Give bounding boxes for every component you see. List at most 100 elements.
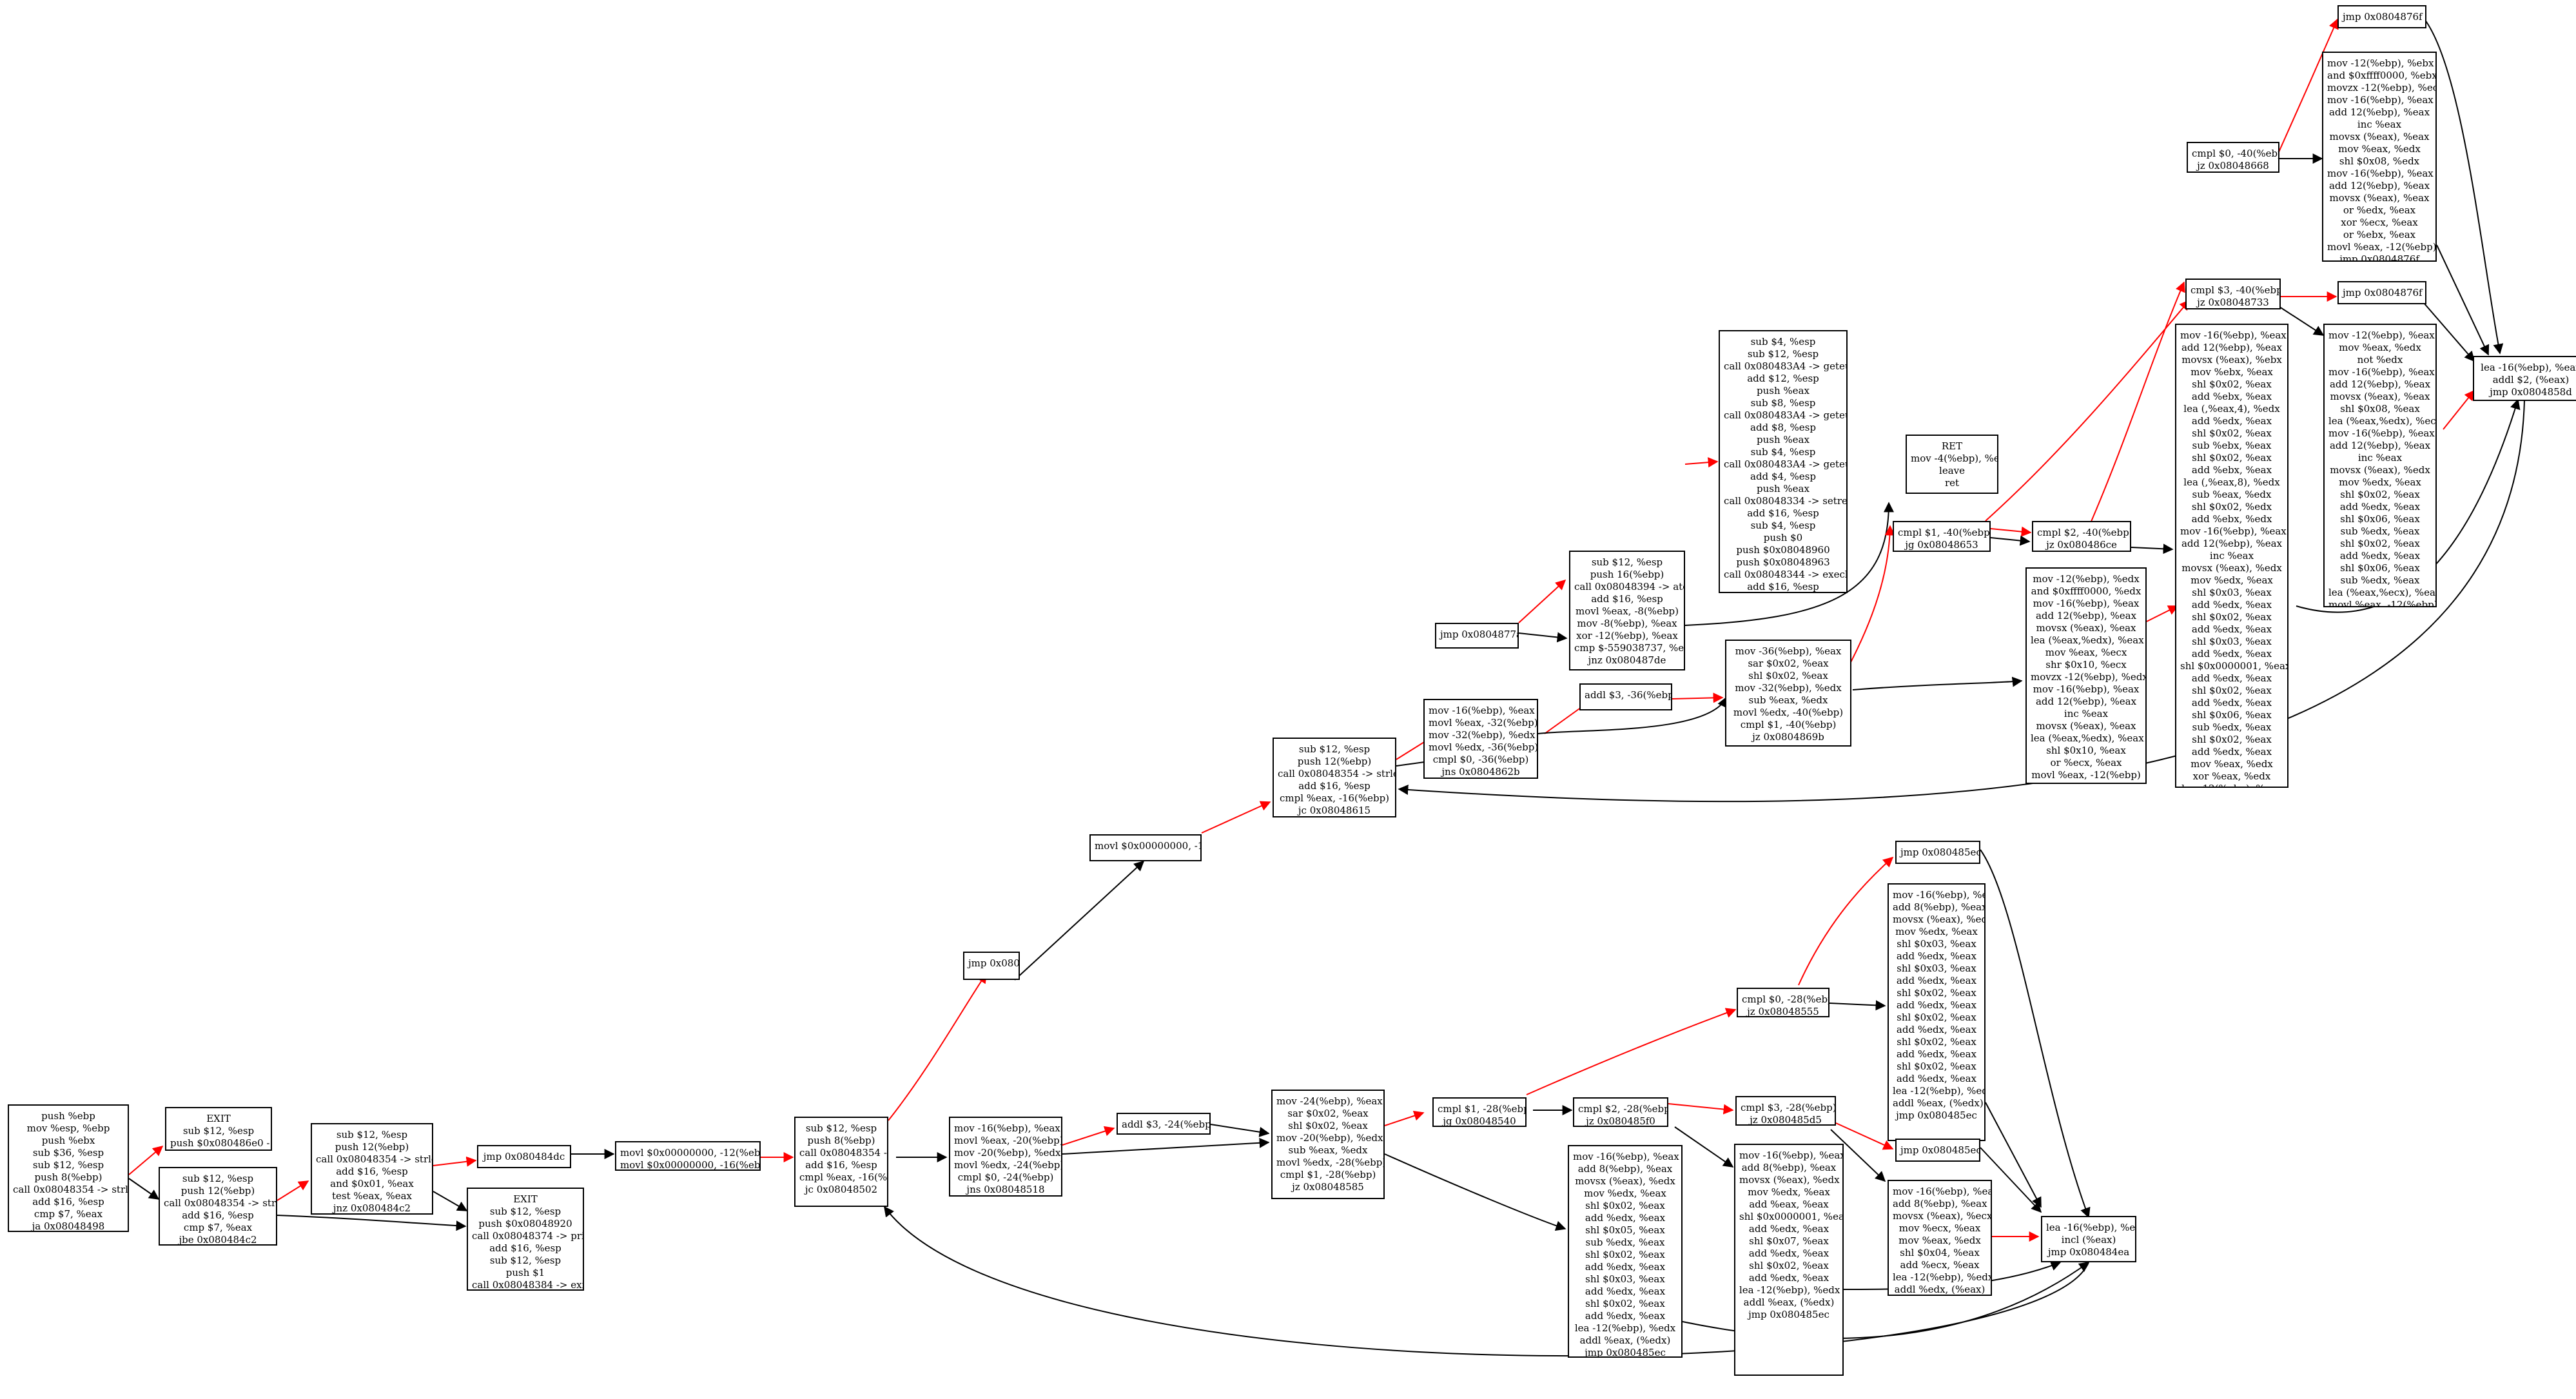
instruction-line: shl $0x02, %eax <box>2192 734 2272 745</box>
instruction-line: sub $12, %esp <box>32 1159 104 1171</box>
instruction-line: mov %edx, %eax <box>2191 574 2273 586</box>
instruction-line: add 8(%ebp), %eax <box>1741 1162 1837 1173</box>
basic-block: jmp 0x0804877a <box>1435 623 1519 649</box>
instruction-line: push 12(%ebp) <box>335 1141 409 1153</box>
instruction-line: mov -16(%ebp), %eax <box>954 1122 1060 1134</box>
instruction-line: movl $0x00000000, -16(%ebp) <box>620 1159 761 1171</box>
instruction-line: add %eax, %eax <box>1749 1198 1829 1210</box>
edge <box>1201 801 1271 834</box>
instruction-line: add $16, %esp <box>32 1196 104 1208</box>
edge <box>1985 299 2191 522</box>
instruction-line: push %eax <box>1757 434 1810 445</box>
edge <box>1829 1000 1886 1011</box>
instruction-line: or %ebx, %eax <box>2343 229 2416 240</box>
instruction-line: sub $12, %esp <box>805 1122 877 1134</box>
instruction-line: jc 0x08048502 <box>805 1184 878 1195</box>
instruction-line: jmp 0x080485ec <box>1748 1309 1830 1320</box>
instruction-line: mov -16(%ebp), %eax <box>2033 598 2140 609</box>
instruction-line: sub %edx, %eax <box>2192 721 2272 733</box>
instruction-line: add %edx, %eax <box>1896 950 1977 962</box>
instruction-line: add %edx, %eax <box>2191 697 2272 709</box>
edge <box>1990 526 2032 537</box>
instruction-line: add 12(%ebp), %eax <box>2328 106 2430 118</box>
instruction-line: xor %eax, %edx <box>2192 770 2271 782</box>
edge <box>1852 676 2023 690</box>
instruction-line: shl $0x07, %eax <box>1749 1235 1829 1247</box>
instruction-line: add $16, %esp <box>1298 780 1371 792</box>
instruction-line: shl $0x03, %eax <box>1897 938 1976 950</box>
instruction-line: shl $0x02, %eax <box>1585 1298 1665 1309</box>
instruction-line: add %ebx, %eax <box>2191 464 2272 476</box>
instruction-line: lea -12(%ebp), %edx <box>1574 1322 1676 1334</box>
edge <box>888 972 987 1121</box>
instruction-line: movl %eax, -12(%ebp) <box>2328 599 2437 607</box>
instruction-line: mov -16(%ebp), %eax <box>2328 366 2435 378</box>
edge <box>2423 302 2475 362</box>
instruction-line: add %edx, %eax <box>1896 999 1977 1011</box>
instruction-line: add 12(%ebp), %eax <box>2181 538 2283 549</box>
instruction-line: jz 0x08048585 <box>1292 1181 1364 1193</box>
edge <box>433 1156 477 1167</box>
instruction-line: add %edx, %eax <box>2191 415 2272 427</box>
instruction-line: add 8(%ebp), %eax <box>1577 1163 1673 1175</box>
instruction-line: shl $0x02, %eax <box>2340 489 2420 500</box>
instruction-line: add %edx, %eax <box>2191 672 2272 684</box>
instruction-line: add %edx, %eax <box>1896 975 1977 986</box>
instruction-line: shl $0x02, %eax <box>1749 1260 1829 1271</box>
instruction-line: shl $0x04, %eax <box>1900 1247 1980 1258</box>
instruction-line: sub $12, %esp <box>489 1255 561 1266</box>
edge <box>1990 535 2031 546</box>
edge <box>1674 1126 1734 1168</box>
instruction-line: shr $0x10, %ecx <box>2045 659 2127 670</box>
instruction-line: jz 0x080486ce <box>2046 539 2117 551</box>
edge <box>128 1178 160 1200</box>
edge <box>2278 18 2339 154</box>
instruction-line: shl $0x03, %eax <box>1897 963 1976 974</box>
instruction-line: jmp 0x080484dc <box>483 1151 565 1162</box>
edge <box>884 1206 2089 1357</box>
instruction-line: mov -24(%ebp), %eax <box>1276 1095 1383 1107</box>
instruction-line: jmp 0x080485ec <box>1585 1347 1666 1358</box>
instruction-line: shl $0x02, %eax <box>2192 685 2272 696</box>
instruction-line: add %edx, %eax <box>2191 746 2272 758</box>
instruction-line: movsx (%eax), %edx <box>2181 562 2282 574</box>
edge <box>1384 1110 1425 1126</box>
edge <box>1798 856 1894 986</box>
basic-block: lea -16(%ebp), %eaxincl (%eax)jmp 0x0804… <box>2041 1216 2136 1262</box>
instruction-line: shl $0x02, %eax <box>2192 452 2272 464</box>
instruction-line: addl %eax, (%edx) <box>1743 1296 1835 1308</box>
edge <box>1830 1129 1886 1182</box>
instruction-line: movl %eax, -12(%ebp) <box>2327 241 2437 253</box>
basic-block: jmp 0x080485ec <box>1895 1139 1980 1162</box>
instruction-line: sub $4, %esp <box>1750 520 1816 531</box>
instruction-line: jmp 0x080484ea <box>2047 1246 2130 1258</box>
basic-block: jmp 0x080484dc <box>477 1145 571 1168</box>
instruction-line: movsx (%eax), %eax <box>2329 131 2430 142</box>
instruction-line: sub $4, %esp <box>1750 446 1816 458</box>
instruction-line: jmp 0x080485ec <box>1900 846 1980 858</box>
basic-block: cmpl $2, -28(%ebp)jz 0x080485f0 <box>1573 1097 1668 1127</box>
instruction-line: jmp 0x0804876f <box>2343 11 2423 23</box>
instruction-line: shl $0x06, %eax <box>2340 513 2420 525</box>
instruction-line: jnz 0x080487de <box>1588 654 1666 666</box>
instruction-line: mov %edx, %eax <box>1584 1188 1666 1199</box>
instruction-line: mov %ecx, %eax <box>1898 1222 1981 1234</box>
instruction-line: shl $0x06, %eax <box>2340 562 2420 574</box>
instruction-line: lea -16(%ebp), %eax <box>2046 1222 2136 1233</box>
instruction-line: addl %eax, (%edx) <box>1893 1097 1984 1109</box>
instruction-line: test %eax, %eax <box>332 1190 412 1202</box>
instruction-line: mov -8(%ebp), %eax <box>1577 618 1677 629</box>
instruction-line: add %edx, %eax <box>1585 1286 1666 1297</box>
instruction-line: mov %eax, %edx <box>1898 1235 1981 1246</box>
instruction-line: jmp 0x080485f6 <box>968 957 1020 969</box>
instruction-line: lea -12(%ebp), %edx <box>1893 1085 1986 1097</box>
instruction-line: mov %eax, %edx <box>2191 758 2273 770</box>
instruction-line: mov %edx, %eax <box>2339 476 2421 488</box>
edge <box>2146 605 2179 622</box>
instruction-line: push $0x08048960 <box>1736 544 1830 556</box>
edge <box>1985 1102 2042 1208</box>
instruction-line: and $0xffff0000, %ebx <box>2327 70 2437 81</box>
